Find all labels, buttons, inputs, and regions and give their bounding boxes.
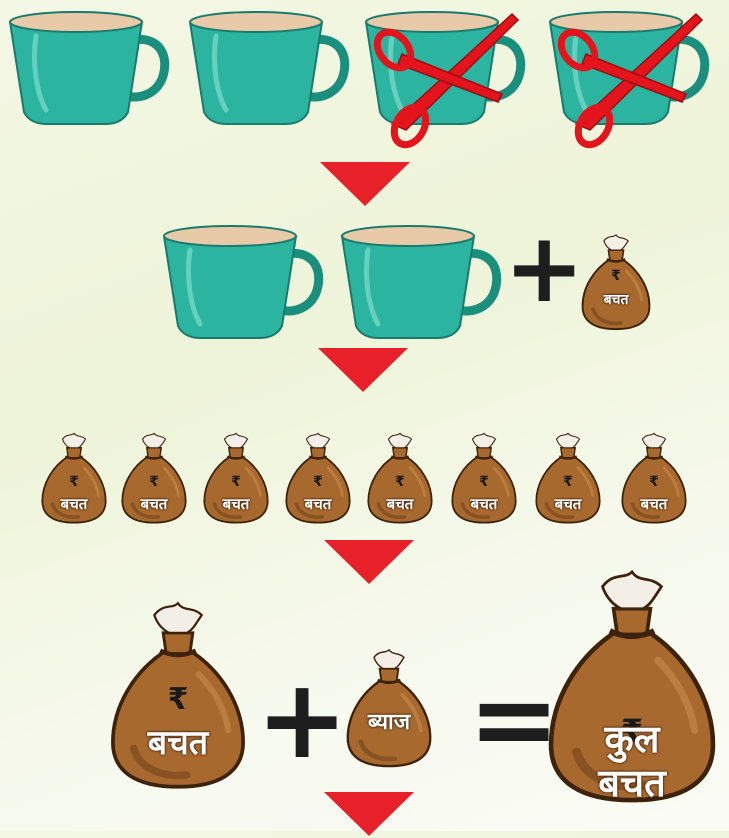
rupee-symbol: ₹: [649, 474, 659, 490]
savings-label: बचत: [60, 495, 88, 513]
money-bag: ₹ बचत: [578, 232, 654, 332]
money-bag: ₹ बचत: [364, 430, 436, 526]
cup-icon: [338, 216, 498, 342]
savings-label: बचत: [222, 495, 250, 513]
savings-label: बचत: [470, 495, 498, 513]
cup-icon: [6, 2, 166, 128]
rupee-symbol: ₹: [167, 682, 189, 717]
money-bag: ₹ बचत: [282, 430, 354, 526]
down-arrow-icon: [320, 162, 410, 206]
rupee-symbol: ₹: [69, 474, 79, 490]
cup-icon: [186, 2, 346, 128]
row-2-cups-plus-savings: + ₹ बचत: [0, 210, 729, 340]
money-bag: ₹ बचत: [618, 430, 690, 526]
total-label-line1: कुल: [604, 717, 660, 761]
rupee-symbol: ₹: [611, 268, 621, 284]
savings-label: बचत: [603, 292, 629, 308]
scissors-icon: [372, 14, 522, 138]
down-arrow-icon: [318, 348, 408, 392]
plus-sign: +: [256, 655, 349, 783]
money-bag: ₹ बचत: [200, 430, 272, 526]
money-bag: ₹ बचत: [448, 430, 520, 526]
savings-label: बचत: [147, 723, 209, 763]
savings-label: बचत: [554, 495, 582, 513]
plus-sign: +: [504, 212, 585, 324]
savings-label: बचत: [640, 495, 668, 513]
row-3-savings-bags: ₹ बचत ₹ बचत ₹ बचत ₹ बचत ₹ बचत ₹ बचत ₹ बच…: [0, 430, 729, 530]
rupee-symbol: ₹: [313, 474, 323, 490]
money-bag: ₹ बचत: [532, 430, 604, 526]
row-1-cups: [0, 0, 729, 140]
scissors-icon: [556, 14, 706, 138]
rupee-symbol: ₹: [231, 474, 241, 490]
money-bag-interest: ब्याज: [322, 648, 456, 768]
interest-label: ब्याज: [367, 710, 411, 735]
rupee-symbol: ₹: [479, 474, 489, 490]
rupee-symbol: ₹: [563, 474, 573, 490]
total-label-line2: बचत: [598, 761, 666, 805]
down-arrow-icon: [324, 792, 414, 836]
equals-sign: =: [468, 655, 561, 783]
row-4-equation: ₹ बचत + ब्याज = ₹ कुल बचत: [0, 560, 729, 810]
cup-icon: [160, 216, 320, 342]
savings-label: बचत: [304, 495, 332, 513]
rupee-symbol: ₹: [395, 474, 405, 490]
money-bag-total: ₹ कुल बचत: [540, 562, 724, 810]
rupee-symbol: ₹: [149, 474, 159, 490]
money-bag: ₹ बचत: [118, 430, 190, 526]
money-bag-savings: ₹ बचत: [104, 600, 252, 790]
savings-label: बचत: [386, 495, 414, 513]
money-bag: ₹ बचत: [38, 430, 110, 526]
savings-label: बचत: [140, 495, 168, 513]
rupee-symbol: ₹: [620, 712, 644, 750]
